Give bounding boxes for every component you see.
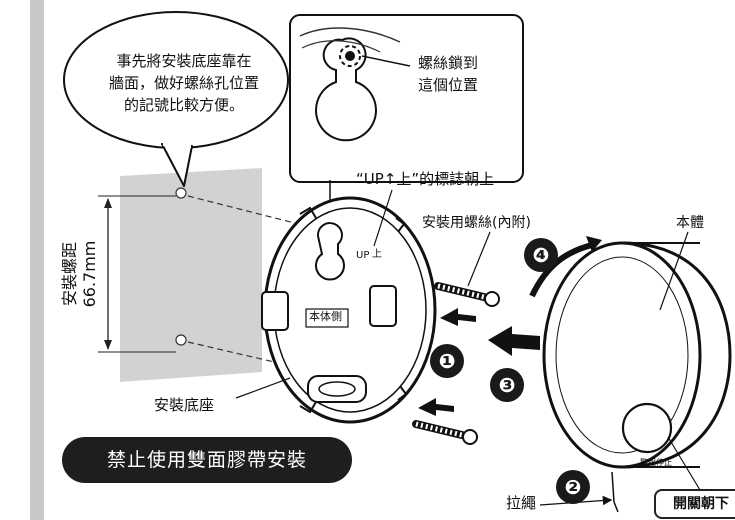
arrow-attach-body (488, 326, 540, 356)
dimension-arrow-top (104, 198, 112, 208)
base-stamp: 本体側 (309, 310, 342, 323)
leader-switch (667, 436, 701, 491)
body-label: 本體 (676, 215, 704, 231)
leader-up-mark (373, 189, 393, 247)
screw-lower (412, 420, 478, 445)
switch-tag: 開關朝下 (654, 489, 735, 519)
bubble-text: 事先將安裝底座靠在 牆面，做好螺絲孔位置 的記號比較方便。 (84, 50, 284, 116)
spacing-title: 安裝螺距 (60, 242, 79, 307)
leader-screws (467, 231, 491, 287)
step-2-badge: ❷ (556, 470, 590, 504)
step-4-badge: ❹ (524, 238, 558, 272)
inset-curve (299, 27, 401, 43)
inset-label-1: 螺絲鎖到 (418, 54, 479, 72)
step-1-badge: ❶ (430, 344, 464, 378)
wall-screw-hole-top (175, 187, 187, 199)
step-3-badge: ❸ (490, 368, 524, 402)
mounting-base (261, 196, 437, 424)
up-mark-label: “UP↑上”的標誌朝上 (356, 170, 495, 188)
leader-base (235, 377, 291, 399)
inset-label-2: 這個位置 (418, 76, 479, 94)
arrow-screw-lower (418, 398, 454, 416)
bubble-line-3: 的記號比較方便。 (123, 96, 244, 114)
pull-cord-label: 拉繩 (506, 494, 537, 512)
detector-body (542, 241, 732, 513)
base-up-char: 上 (372, 249, 382, 260)
bubble-line-2: 牆面，做好螺絲孔位置 (108, 74, 259, 92)
rotation-arrow (529, 241, 597, 298)
base-label: 安裝底座 (154, 396, 215, 414)
inset-keyhole (315, 37, 377, 142)
warning-banner: 禁止使用雙面膠帶安裝 (62, 437, 352, 483)
bubble-line-1: 事先將安裝底座靠在 (116, 52, 252, 70)
arrow-screw-upper (440, 308, 476, 326)
alarm-stop-text: 警報停止 (640, 458, 672, 467)
wall-panel (120, 168, 262, 382)
screw-upper (434, 282, 500, 307)
spacing-value: 66.7mm (80, 240, 99, 308)
dimension-arrow-bottom (104, 340, 112, 350)
wall-screw-hole-bottom (175, 334, 187, 346)
side-bar (30, 0, 44, 520)
inset-curve-2 (301, 40, 381, 53)
screws-label: 安裝用螺絲(內附) (422, 215, 531, 231)
leader-body (659, 231, 689, 311)
base-up-text: UP (356, 250, 370, 261)
inset-pointer (361, 55, 411, 67)
